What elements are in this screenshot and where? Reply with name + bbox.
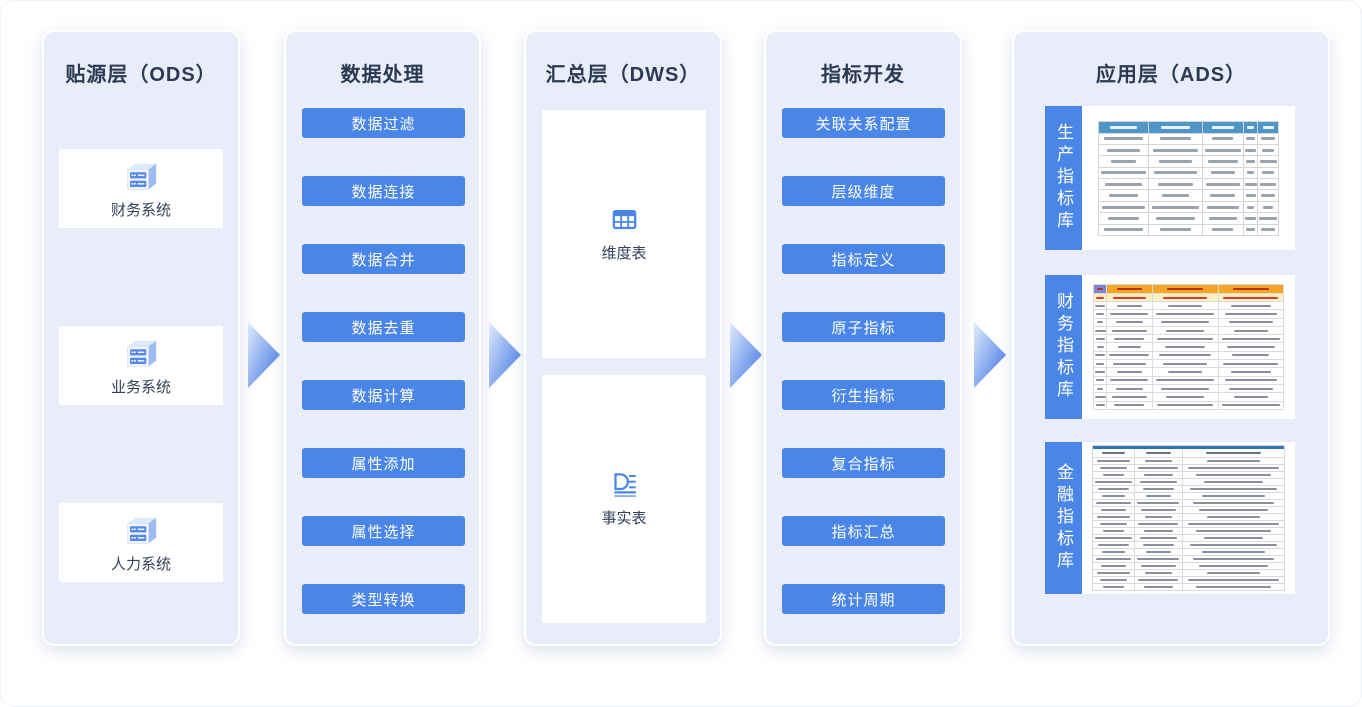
step-derived-metric: 衍生指标 xyxy=(782,380,945,410)
panel-title-ods: 贴源层（ODS） xyxy=(65,64,217,86)
step-metric-summary: 指标汇总 xyxy=(782,516,945,546)
panel-ods-source-layer: 贴源层（ODS） 财务系统 xyxy=(42,30,240,646)
step-data-compute: 数据计算 xyxy=(302,380,465,410)
flow-arrow-icon xyxy=(730,322,762,388)
library-label: 财务指标库 xyxy=(1054,292,1073,402)
panel-title-dws: 汇总层（DWS） xyxy=(545,64,701,86)
server-icon xyxy=(122,158,160,196)
step-data-join: 数据连接 xyxy=(302,176,465,206)
step-data-filter: 数据过滤 xyxy=(302,108,465,138)
step-level-dimension: 层级维度 xyxy=(782,176,945,206)
step-atomic-metric: 原子指标 xyxy=(782,312,945,342)
panel-dws-summary-layer: 汇总层（DWS） 维度表 xyxy=(524,30,722,646)
panel-title-indicator-dev: 指标开发 xyxy=(821,64,905,86)
library-section-finance: 财务指标库 xyxy=(1045,275,1295,419)
dimension-table-icon xyxy=(611,206,638,233)
system-card-hr: 人力系统 xyxy=(59,503,223,582)
library-preview-area xyxy=(1082,106,1295,250)
library-label-bar: 金融指标库 xyxy=(1045,442,1082,594)
finance-metrics-table-image xyxy=(1093,284,1284,410)
library-preview-area xyxy=(1082,442,1295,594)
step-attr-select: 属性选择 xyxy=(302,516,465,546)
step-stat-period: 统计周期 xyxy=(782,584,945,614)
panel-ads-application-layer: 应用层（ADS） 生产指标库 财务指标库 金融指标库 xyxy=(1012,30,1330,646)
step-metric-define: 指标定义 xyxy=(782,244,945,274)
system-card-label: 业务系统 xyxy=(110,378,171,396)
library-label: 金融指标库 xyxy=(1054,463,1073,573)
library-section-financial: 金融指标库 xyxy=(1045,442,1295,594)
step-data-merge: 数据合并 xyxy=(302,244,465,274)
library-section-production: 生产指标库 xyxy=(1045,106,1295,250)
step-attr-add: 属性添加 xyxy=(302,448,465,478)
server-icon xyxy=(122,335,160,373)
financial-metrics-table-image xyxy=(1092,445,1285,591)
panel-title-ads: 应用层（ADS） xyxy=(1095,64,1247,86)
system-card-label: 财务系统 xyxy=(110,201,171,219)
fact-table-label: 事实表 xyxy=(601,509,647,527)
dimension-table-box: 维度表 xyxy=(542,110,706,358)
step-relation-config: 关联关系配置 xyxy=(782,108,945,138)
library-label-bar: 生产指标库 xyxy=(1045,106,1082,250)
step-composite-metric: 复合指标 xyxy=(782,448,945,478)
flow-arrow-icon xyxy=(248,322,280,388)
step-type-convert: 类型转换 xyxy=(302,584,465,614)
fact-table-box: 事实表 xyxy=(542,375,706,623)
step-data-dedupe: 数据去重 xyxy=(302,312,465,342)
library-label: 生产指标库 xyxy=(1054,123,1073,233)
fact-table-icon xyxy=(611,471,638,498)
system-card-label: 人力系统 xyxy=(110,555,171,573)
system-card-business: 业务系统 xyxy=(59,326,223,405)
panel-title-data-processing: 数据处理 xyxy=(340,64,425,86)
panel-data-processing: 数据处理 数据过滤 数据连接 数据合并 数据去重 数据计算 属性添加 属性选择 … xyxy=(284,30,481,646)
panel-indicator-development: 指标开发 关联关系配置 层级维度 指标定义 原子指标 衍生指标 复合指标 指标汇… xyxy=(764,30,962,646)
flow-arrow-icon xyxy=(489,322,521,388)
flow-arrow-icon xyxy=(974,322,1006,388)
dimension-table-label: 维度表 xyxy=(601,244,647,262)
library-preview-area xyxy=(1082,275,1295,419)
server-icon xyxy=(122,512,160,550)
library-label-bar: 财务指标库 xyxy=(1045,275,1082,419)
production-metrics-table-image xyxy=(1098,120,1279,236)
system-card-finance: 财务系统 xyxy=(59,149,223,228)
